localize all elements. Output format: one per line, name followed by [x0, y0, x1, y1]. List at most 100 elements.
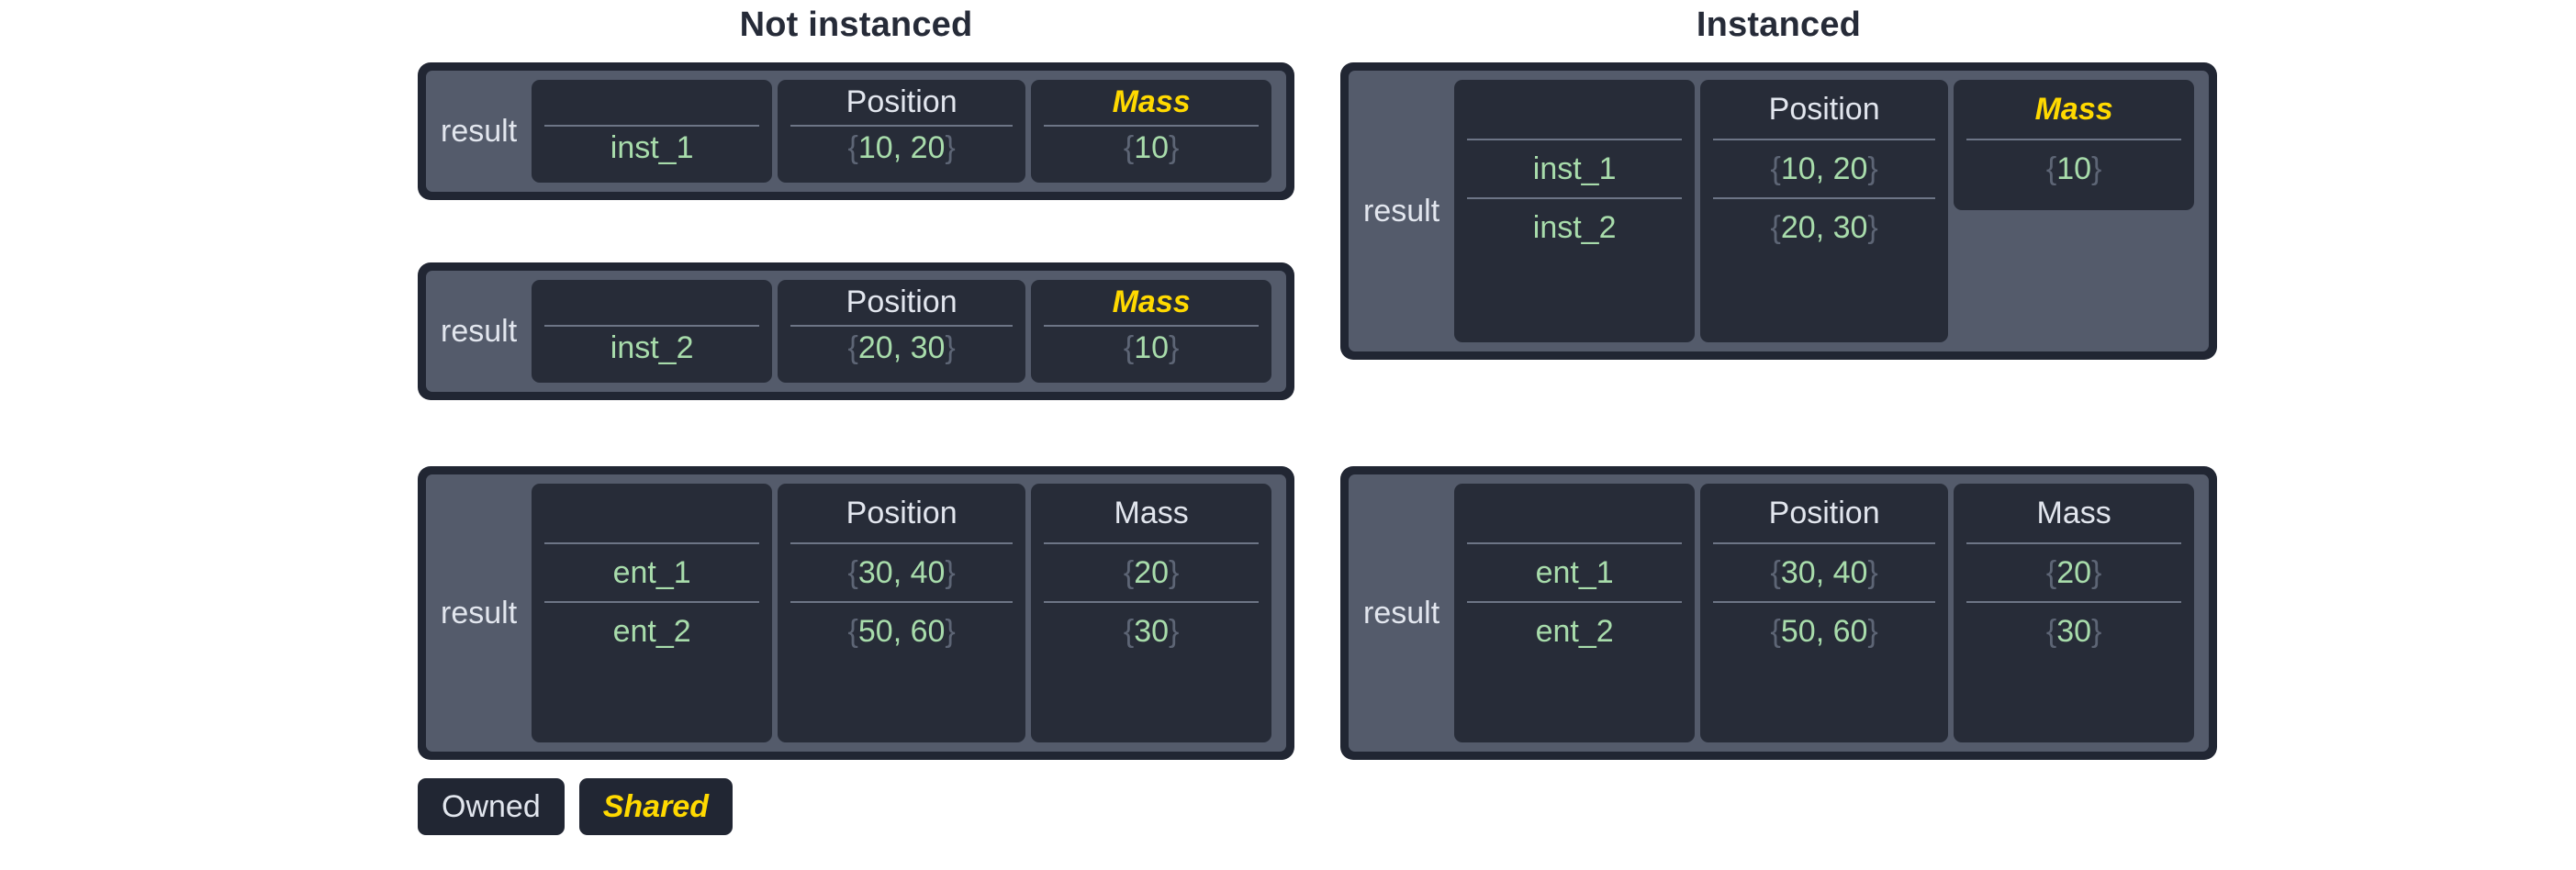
- row-separator: [1966, 542, 2182, 544]
- row-separator: [1467, 197, 1683, 199]
- result-block-instanced-1[interactable]: result inst_1 inst_2 Position{10, 20}{20, 3…: [1340, 62, 2217, 360]
- value-cell: ent_2: [1535, 614, 1614, 649]
- row-separator: [1467, 601, 1683, 603]
- component-column-position[interactable]: Position{10, 20}: [778, 80, 1026, 183]
- brace-close: }: [2091, 614, 2102, 649]
- column-bottom-pad: [1454, 256, 1695, 269]
- value-cell: {20, 30}: [778, 327, 1025, 370]
- value-cell: {30, 40}: [778, 544, 1025, 601]
- row-separator: [1966, 601, 2182, 603]
- brace-open: {: [2045, 555, 2057, 590]
- column-title-not-instanced: Not instanced: [739, 6, 973, 44]
- column-bottom-pad: [778, 370, 1025, 383]
- component-column-position[interactable]: Position{10, 20}{20, 30}: [1700, 80, 1949, 342]
- column-header-entity: [1454, 484, 1695, 542]
- component-column-mass[interactable]: Mass{10}: [1031, 80, 1272, 183]
- column-header-entity: [532, 280, 772, 325]
- value-number: 30, 40: [857, 555, 946, 590]
- row-separator: [544, 124, 760, 127]
- value-number: 20: [2056, 555, 2092, 590]
- result-label: result: [1363, 596, 1440, 630]
- value-cell: inst_2: [1532, 210, 1617, 245]
- component-column-position[interactable]: Position{30, 40}{50, 60}: [778, 484, 1026, 742]
- brace-close: }: [1867, 210, 1878, 245]
- column-bottom-pad: [532, 660, 772, 673]
- value-cell: {50, 60}: [1700, 603, 1948, 660]
- brace-close: }: [1169, 555, 1180, 590]
- result-block-not-instanced-1[interactable]: result inst_1 Position{10, 20}Mass{10}: [418, 62, 1294, 200]
- row-separator: [1966, 139, 2182, 140]
- row-separator: [1044, 542, 1260, 544]
- component-column-entity[interactable]: inst_1 inst_2: [1454, 80, 1696, 342]
- value-cell: {10}: [1031, 127, 1271, 170]
- component-column-position[interactable]: Position {20, 30}: [778, 280, 1026, 383]
- value-cell: {10}: [1031, 327, 1271, 370]
- brace-open: {: [847, 330, 858, 366]
- column-header-position: Position: [846, 284, 958, 320]
- component-column-mass[interactable]: Mass{20}{30}: [1954, 484, 2195, 742]
- legend-chip-shared: Shared: [578, 778, 733, 835]
- result-block-interior: result inst_1 inst_2 Position{10, 20}{20, 3…: [1349, 71, 2209, 351]
- row-separator: [1044, 324, 1260, 327]
- result-label: result: [1363, 194, 1440, 229]
- row-separator: [1713, 542, 1936, 544]
- component-column-entity[interactable]: inst_1: [532, 80, 773, 183]
- value-cell: {30}: [1031, 603, 1271, 660]
- component-column-mass[interactable]: Mass{10}: [1954, 80, 2195, 210]
- component-columns: inst_2 Position {20, 30}Mass{10}: [532, 280, 1277, 383]
- value-cell: inst_1: [1532, 151, 1617, 186]
- brace-open: {: [847, 614, 858, 649]
- brace-close: }: [1169, 130, 1180, 166]
- value-cell: {10, 20}: [1700, 140, 1948, 197]
- component-column-mass[interactable]: Mass{20}{30}: [1031, 484, 1272, 742]
- row-separator: [1713, 139, 1936, 140]
- brace-close: }: [945, 555, 956, 590]
- value-cell: ent_2: [612, 614, 691, 649]
- brace-close: }: [1867, 151, 1878, 186]
- brace-open: {: [847, 555, 858, 590]
- brace-close: }: [2091, 151, 2102, 186]
- brace-close: }: [1867, 614, 1878, 649]
- brace-open: {: [1123, 130, 1135, 166]
- value-number: 20, 30: [1780, 210, 1868, 245]
- brace-close: }: [2091, 555, 2102, 590]
- component-column-mass[interactable]: Mass{10}: [1031, 280, 1272, 383]
- row-separator: [790, 324, 1014, 327]
- row-separator: [790, 124, 1014, 127]
- brace-close: }: [1169, 614, 1180, 649]
- component-column-entity[interactable]: inst_2: [532, 280, 773, 383]
- column-bottom-pad: [1031, 370, 1271, 383]
- row-separator: [544, 601, 760, 603]
- component-column-position[interactable]: Position{30, 40}{50, 60}: [1700, 484, 1949, 742]
- brace-close: }: [1169, 330, 1180, 366]
- row-separator: [1467, 139, 1683, 140]
- brace-close: }: [945, 130, 956, 166]
- value-number: 10: [2056, 151, 2092, 186]
- column-header-mass: Mass: [1114, 496, 1189, 530]
- component-columns: inst_1 inst_2 Position{10, 20}{20, 30}Mass…: [1454, 80, 2200, 342]
- value-cell: {30, 40}: [1700, 544, 1948, 601]
- column-title-instanced: Instanced: [1696, 6, 1862, 44]
- value-cell: inst_1: [610, 130, 694, 166]
- brace-open: {: [847, 130, 858, 166]
- result-label: result: [441, 114, 518, 149]
- value-number: 30, 40: [1780, 555, 1868, 590]
- column-header-entity: [532, 80, 772, 125]
- column-bottom-pad: [1954, 660, 2194, 673]
- column-bottom-pad: [532, 370, 772, 383]
- column-bottom-pad: [532, 170, 772, 183]
- column-bottom-pad: [778, 660, 1025, 673]
- brace-open: {: [1123, 614, 1135, 649]
- column-bottom-pad: [1954, 197, 2194, 210]
